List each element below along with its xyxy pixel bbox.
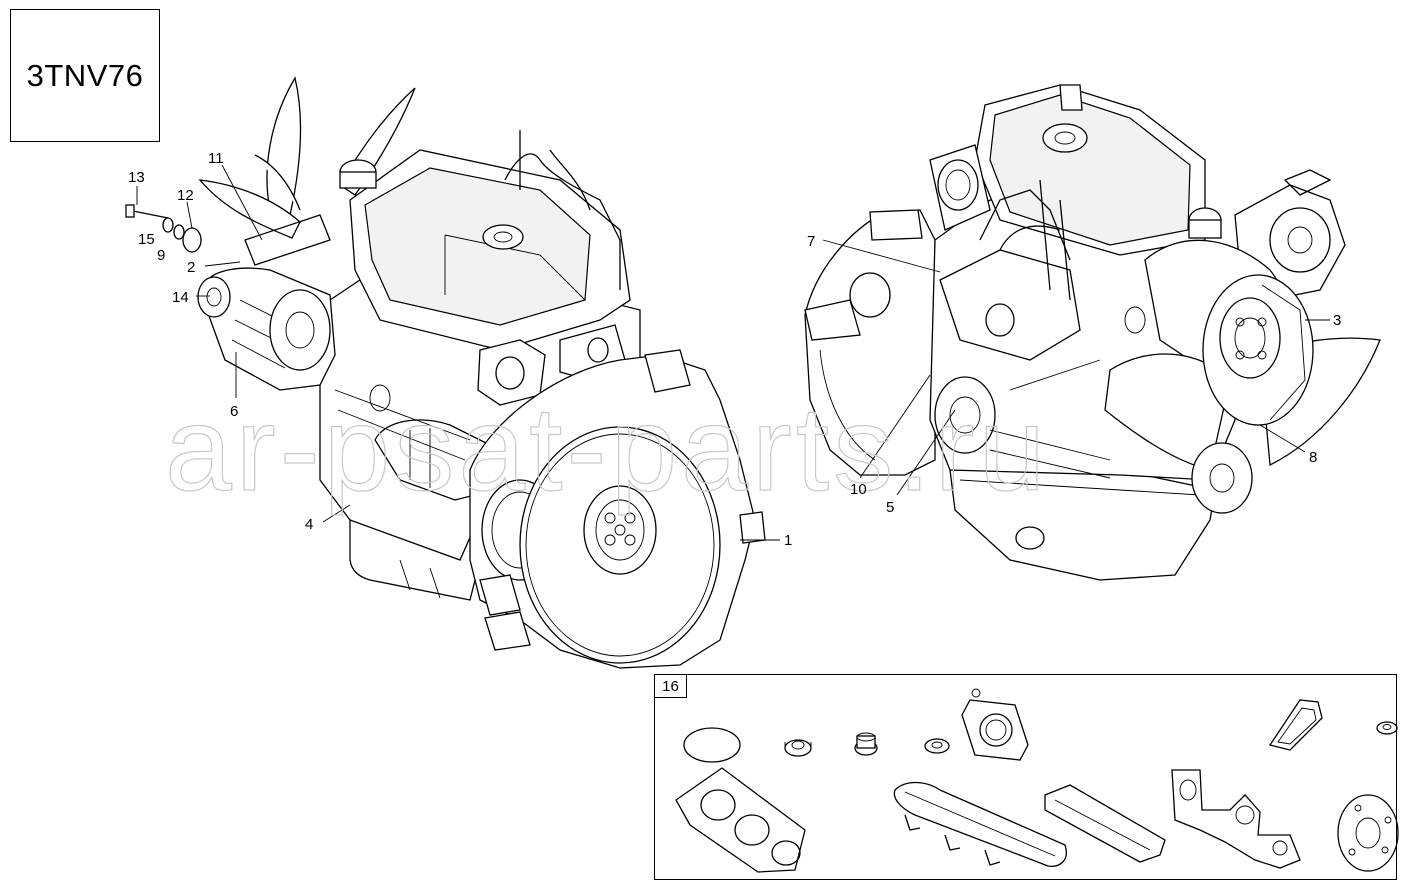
cover-gasket-small [1268,699,1323,751]
seal-2 [854,732,878,756]
callout-labels: 13 11 12 15 9 2 14 6 4 1 7 3 8 10 5 [128,150,1341,549]
pump-gasket [1337,794,1399,872]
callout-9: 9 [157,247,165,264]
callout-10: 10 [850,481,867,498]
callout-8: 8 [1309,449,1317,466]
callout-1: 1 [784,532,792,549]
right-engine-illustration [804,84,1381,581]
callout-11: 11 [208,150,224,167]
intake-gasket [1044,784,1166,863]
model-name: 3TNV76 [26,57,144,93]
callout-15: 15 [138,231,155,248]
model-label-box: 3TNV76 [10,9,160,142]
o-ring [683,727,741,763]
leader-lines [136,164,1330,541]
exhaust-gasket [961,688,1029,761]
callout-6: 6 [230,403,238,420]
callout-13: 13 [128,169,145,186]
left-engine-illustration [125,76,766,669]
gasket-kit-parts [675,688,1399,873]
seal-1 [784,739,812,757]
callout-14: 14 [172,289,189,306]
watermark-text: ar-psat-parts.ru [165,382,1049,516]
manifold-gasket [1171,769,1301,869]
callout-7: 7 [807,233,815,250]
callout-4: 4 [305,516,313,533]
valve-cover-gasket [893,781,1067,867]
callout-12: 12 [177,187,194,204]
callout-3: 3 [1333,312,1341,329]
callout-2: 2 [187,259,195,276]
head-gasket [675,767,806,873]
washer-seal [924,738,950,754]
plug-seal [1376,721,1398,735]
gasket-kit-label: 16 [655,675,687,698]
gasket-kit-box: 16 [654,674,1397,880]
callout-5: 5 [886,499,894,516]
